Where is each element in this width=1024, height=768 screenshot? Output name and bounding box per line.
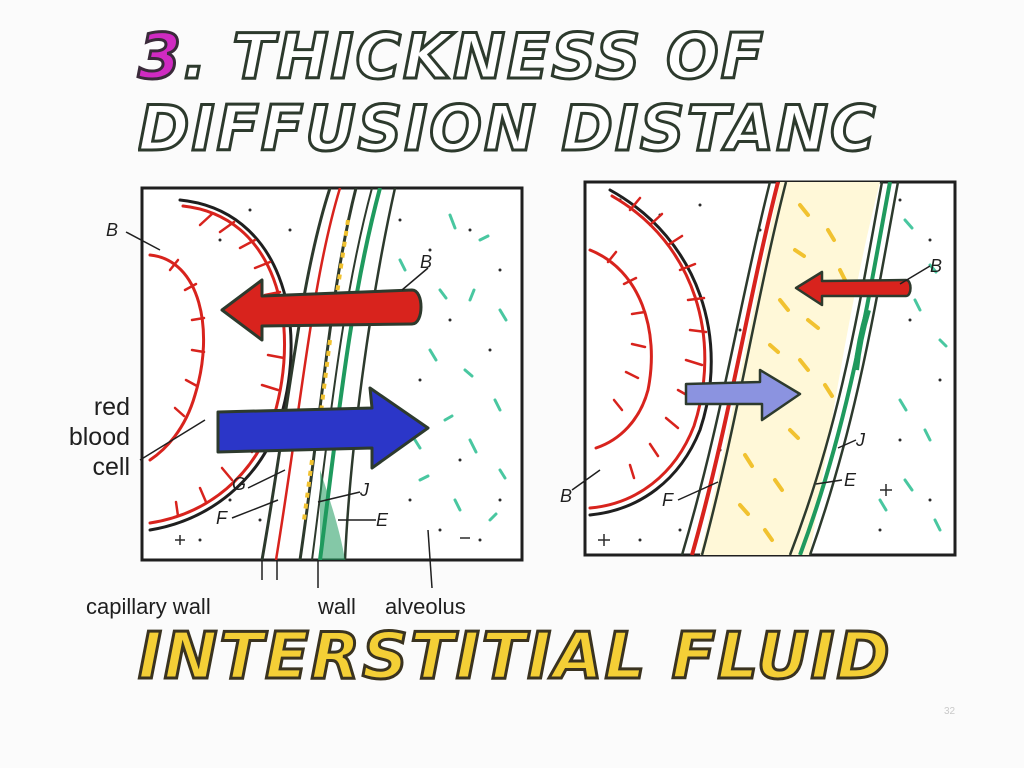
alveolus-label: alveolus <box>385 594 466 619</box>
red-blood-cell-right <box>588 188 713 517</box>
pointer-lines-left <box>125 231 433 589</box>
cross-marks-right <box>598 484 892 546</box>
teal-specks-left <box>398 213 508 522</box>
alveolar-wall-left <box>311 188 397 560</box>
interstitial-fluid-band <box>700 182 880 555</box>
wall-label: wall <box>318 594 356 619</box>
letter-j-right: J <box>856 430 865 450</box>
footer-title: INTERSTITIAL FLUID <box>137 619 892 696</box>
title-line-1: 3. THICKNESS OF <box>136 19 766 95</box>
letter-e-left: E <box>376 510 389 530</box>
letter-e-right: E <box>844 470 857 490</box>
title-number: 3 <box>136 19 184 95</box>
rbc-label-line-3: cell <box>92 453 130 481</box>
letter-b-arrow-left: B <box>420 252 433 272</box>
alveolus-dots-left <box>198 208 502 542</box>
capillary-wall-right <box>680 182 788 555</box>
blue-arrow-right <box>684 368 802 422</box>
capillary-wall-left <box>260 188 358 560</box>
letter-f-right: F <box>662 490 673 510</box>
cross-marks-left <box>175 535 470 545</box>
letter-j-left: J <box>360 480 369 500</box>
red-arrow-right <box>794 270 912 307</box>
teal-specks-right <box>878 218 948 532</box>
panel-left <box>125 186 524 589</box>
letter-b-bottom-left: B <box>560 486 573 506</box>
title-text-1: . THICKNESS OF <box>182 19 766 95</box>
blue-arrow-left <box>216 386 430 470</box>
rbc-label-line-2: blood <box>68 423 130 451</box>
letter-b-top-left: B <box>106 220 119 240</box>
letter-b-arrow-right: B <box>930 256 943 276</box>
alveolar-wall-right <box>788 182 900 555</box>
pointer-lines-right <box>571 265 931 501</box>
letter-f-left: F <box>216 508 227 528</box>
title-line-2: DIFFUSION DISTANC <box>138 92 878 165</box>
rbc-label-line-1: red <box>93 393 130 421</box>
red-blood-cell-left <box>148 198 293 532</box>
red-blood-cell-label: red blood cell <box>50 392 130 482</box>
red-arrow-left <box>220 278 423 342</box>
panel-right <box>571 180 957 557</box>
page-number: 32 <box>944 706 956 717</box>
capillary-wall-label: capillary wall <box>86 594 211 619</box>
letter-g: G <box>232 474 247 494</box>
